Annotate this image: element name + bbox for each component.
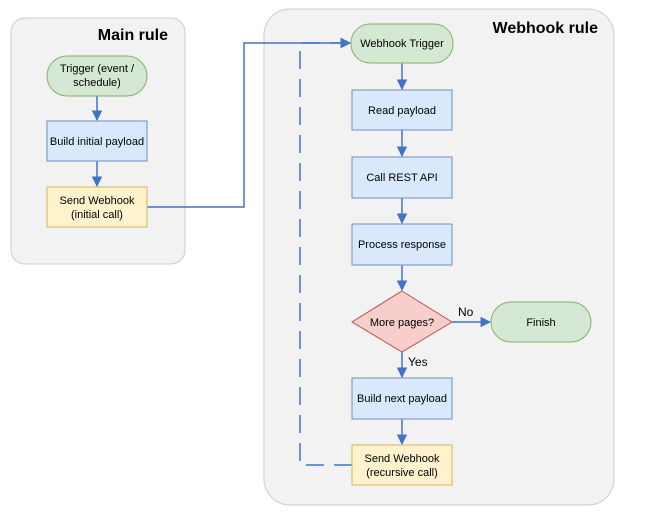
- send-webhook-initial-node: Send Webhook (initial call): [46, 186, 148, 228]
- read-payload-label: Read payload: [368, 105, 436, 117]
- build-initial-payload-label: Build initial payload: [50, 136, 144, 148]
- trigger-node: Trigger (event / schedule): [46, 55, 148, 97]
- call-rest-api-node: Call REST API: [351, 156, 453, 199]
- more-pages-label: More pages?: [370, 317, 434, 329]
- edge-recursive-loop: [299, 37, 352, 466]
- edge-label-no: No: [458, 305, 474, 319]
- trigger-label-line2: schedule): [73, 77, 121, 89]
- process-response-node: Process response: [351, 223, 453, 266]
- send-webhook-recursive-line1: Send Webhook: [364, 453, 440, 465]
- send-webhook-recursive-node: Send Webhook (recursive call): [351, 444, 453, 486]
- edges: [91, 37, 492, 466]
- finish-label: Finish: [526, 317, 555, 329]
- trigger-label-line1: Trigger (event /: [60, 63, 135, 75]
- edge-label-yes: Yes: [408, 355, 428, 369]
- call-rest-api-label: Call REST API: [366, 172, 437, 184]
- webhook-trigger-node: Webhook Trigger: [350, 23, 454, 64]
- build-initial-payload-node: Build initial payload: [46, 120, 148, 162]
- process-response-label: Process response: [358, 239, 446, 251]
- main-rule-title: Main rule: [98, 27, 168, 44]
- finish-node: Finish: [490, 301, 592, 343]
- send-webhook-recursive-line2: (recursive call): [366, 467, 438, 479]
- edge-send-to-webhook-trigger: [147, 37, 352, 208]
- webhook-trigger-label: Webhook Trigger: [360, 38, 444, 50]
- build-next-payload-node: Build next payload: [351, 377, 453, 420]
- send-webhook-initial-line2: (initial call): [71, 209, 123, 221]
- webhook-rule-title: Webhook rule: [493, 20, 599, 37]
- more-pages-decision: More pages?: [351, 290, 453, 353]
- build-next-payload-label: Build next payload: [357, 393, 447, 405]
- send-webhook-initial-line1: Send Webhook: [59, 195, 135, 207]
- read-payload-node: Read payload: [351, 89, 453, 131]
